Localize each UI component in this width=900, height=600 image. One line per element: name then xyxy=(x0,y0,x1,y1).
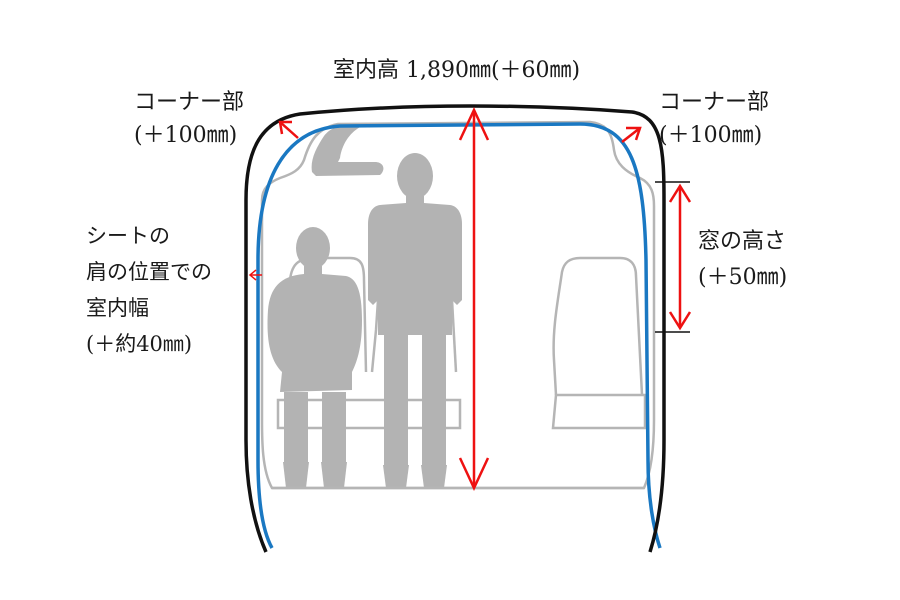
window-height-ticks xyxy=(655,181,690,333)
left-seat-outline xyxy=(276,256,462,430)
window-height-title: 窓の高さ xyxy=(698,229,787,254)
window-height-value: (＋50㎜) xyxy=(698,265,788,290)
shoulder-width-label: シートの 肩の位置での 室内幅 (＋約40㎜) xyxy=(86,218,212,362)
shoulder-width-line2: 肩の位置での xyxy=(86,260,212,284)
window-height-label: 窓の高さ (＋50㎜) xyxy=(698,224,787,296)
corner-left-label: コーナー部 (＋100㎜) xyxy=(134,86,244,152)
corner-right-label: コーナー部 (＋100㎜) xyxy=(659,86,769,152)
shoulder-width-value: (＋約40㎜) xyxy=(86,332,193,356)
corner-right-value: (＋100㎜) xyxy=(659,123,763,148)
dimension-arrows xyxy=(248,107,692,491)
new-body-outline xyxy=(244,104,666,553)
corner-left-title: コーナー部 xyxy=(134,90,245,115)
corner-left-value: (＋100㎜) xyxy=(134,123,238,148)
interior-height-label: 室内高 1,890㎜(＋60㎜) xyxy=(333,58,581,83)
shoulder-width-line1: シートの xyxy=(86,224,170,248)
seated-passenger-silhouette xyxy=(267,227,362,488)
standing-passenger-silhouette xyxy=(368,153,462,488)
corner-right-title: コーナー部 xyxy=(659,90,770,115)
right-seat-outline xyxy=(551,256,647,430)
shoulder-width-line3: 室内幅 xyxy=(86,296,149,320)
overhead-handle xyxy=(311,124,384,176)
interior-trim-outline xyxy=(260,120,656,490)
previous-body-outline xyxy=(256,122,662,549)
